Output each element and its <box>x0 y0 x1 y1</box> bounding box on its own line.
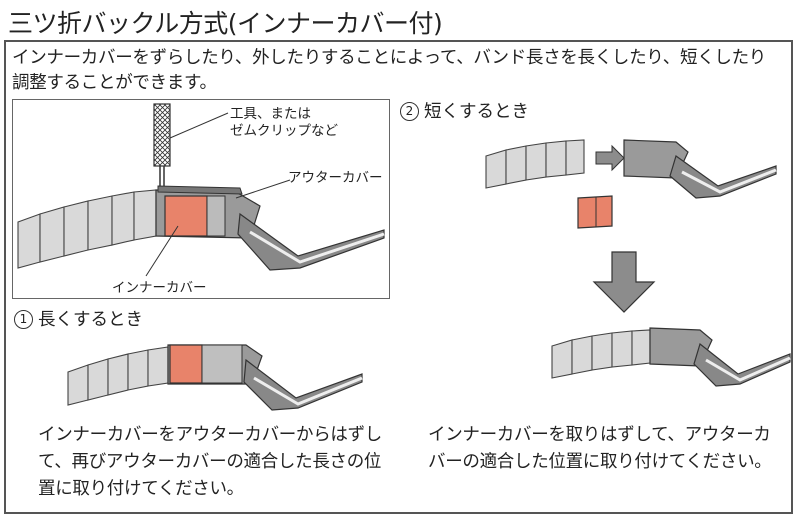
inner-cover-shape <box>164 195 208 237</box>
step2-description: インナーカバーを取りはずして、アウターカバーの適合した位置に取り付けてください。 <box>428 425 772 472</box>
step2-diagram-before <box>485 139 777 229</box>
content-frame <box>4 40 793 514</box>
page-title: 三ツ折バックル方式(インナーカバー付) <box>8 9 443 38</box>
insert-arrow-icon <box>595 144 625 172</box>
step1-description: インナーカバーをアウターカバーからはずして、再びアウターカバーの適合した長さの位… <box>38 425 382 499</box>
overview-diagram <box>17 103 385 277</box>
step2-heading: 2 短くするとき <box>400 98 529 123</box>
tool-icon <box>153 103 171 167</box>
inner-cover-label: インナーカバー <box>112 280 207 296</box>
step2-title: 短くするとき <box>424 102 529 122</box>
step1-diagram <box>67 344 363 411</box>
inner-cover-moved-shape <box>169 344 203 384</box>
tool-label-line1: 工具、または <box>230 106 311 122</box>
overview-figure-box <box>12 99 390 299</box>
step1-heading: 1 長くするとき <box>14 306 143 331</box>
tool-label-line2: ゼムクリップなど <box>230 123 338 139</box>
outer-cover-label: アウターカバー <box>288 170 383 186</box>
step1-title: 長くするとき <box>38 310 143 330</box>
step2-diagram-after <box>551 327 791 387</box>
clasp-shape <box>237 212 385 271</box>
intro-text: インナーカバーをずらしたり、外したりすることによって、バンド長さを長くしたり、短… <box>12 48 766 93</box>
step2-number: 2 <box>400 102 419 121</box>
down-arrow-icon <box>592 251 656 313</box>
step1-number: 1 <box>14 310 33 329</box>
detached-inner-cover-shape <box>577 195 613 229</box>
band-links-left <box>17 189 157 269</box>
